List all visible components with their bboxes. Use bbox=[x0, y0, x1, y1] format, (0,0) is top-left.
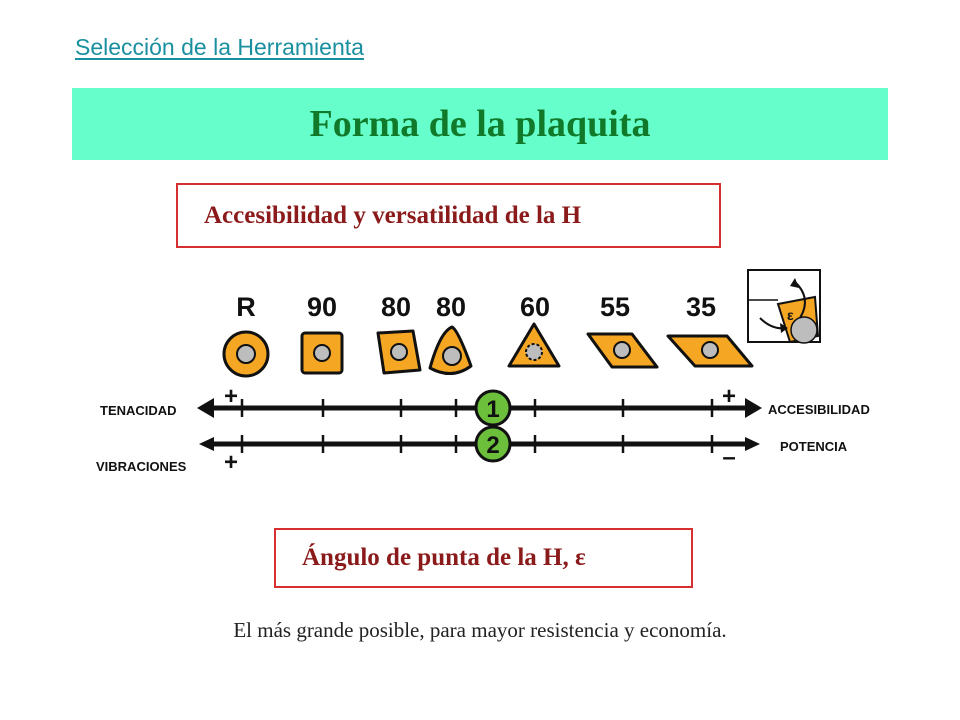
shape-label-60: 60 bbox=[520, 292, 550, 322]
label-accesibilidad: ACCESIBILIDAD bbox=[768, 402, 870, 417]
accessibility-label: Accesibilidad y versatilidad de la H bbox=[204, 201, 582, 229]
square-insert-icon bbox=[300, 331, 344, 375]
shape-label-55: 55 bbox=[600, 292, 630, 322]
epsilon-detail-icon: ε bbox=[747, 269, 821, 344]
tip-angle-box: Ángulo de punta de la H, ε bbox=[274, 528, 693, 588]
marker-2-label: 2 bbox=[486, 432, 499, 459]
shape-label-90: 90 bbox=[307, 292, 337, 322]
shape-label-80a: 80 bbox=[381, 292, 411, 322]
rhombic-55-insert-icon bbox=[586, 332, 659, 369]
marker-1: 1 bbox=[474, 389, 512, 427]
note-text: El más grande posible, para mayor resist… bbox=[233, 618, 727, 642]
page-title: Forma de la plaquita bbox=[309, 103, 651, 145]
label-potencia: POTENCIA bbox=[780, 439, 848, 454]
shape-label-80b: 80 bbox=[436, 292, 466, 322]
marker-1-label: 1 bbox=[486, 396, 499, 423]
rhombic-35-insert-icon bbox=[666, 334, 754, 368]
trigon-insert-icon bbox=[428, 325, 473, 375]
selection-link[interactable]: Selección de la Herramienta bbox=[75, 34, 364, 60]
label-vibraciones: VIBRACIONES bbox=[96, 459, 187, 474]
triangle-insert-icon bbox=[507, 322, 561, 368]
shape-label-35: 35 bbox=[686, 292, 716, 322]
label-tenacidad: TENACIDAD bbox=[100, 403, 177, 418]
axis2-left-sign: + bbox=[224, 449, 238, 476]
round-insert-icon bbox=[222, 330, 270, 378]
epsilon-symbol: ε bbox=[787, 307, 794, 323]
marker-2: 2 bbox=[474, 425, 512, 463]
rhombic-80-insert-icon bbox=[376, 329, 422, 375]
accessibility-box: Accesibilidad y versatilidad de la H bbox=[176, 183, 721, 248]
axis1-left-sign: + bbox=[224, 383, 238, 410]
tip-angle-label: Ángulo de punta de la H, ε bbox=[302, 544, 586, 571]
title-banner: Forma de la plaquita bbox=[72, 88, 888, 160]
axis1-right-sign: + bbox=[722, 383, 736, 410]
shape-label-r: R bbox=[236, 292, 256, 322]
axis2-right-sign: – bbox=[722, 444, 735, 471]
